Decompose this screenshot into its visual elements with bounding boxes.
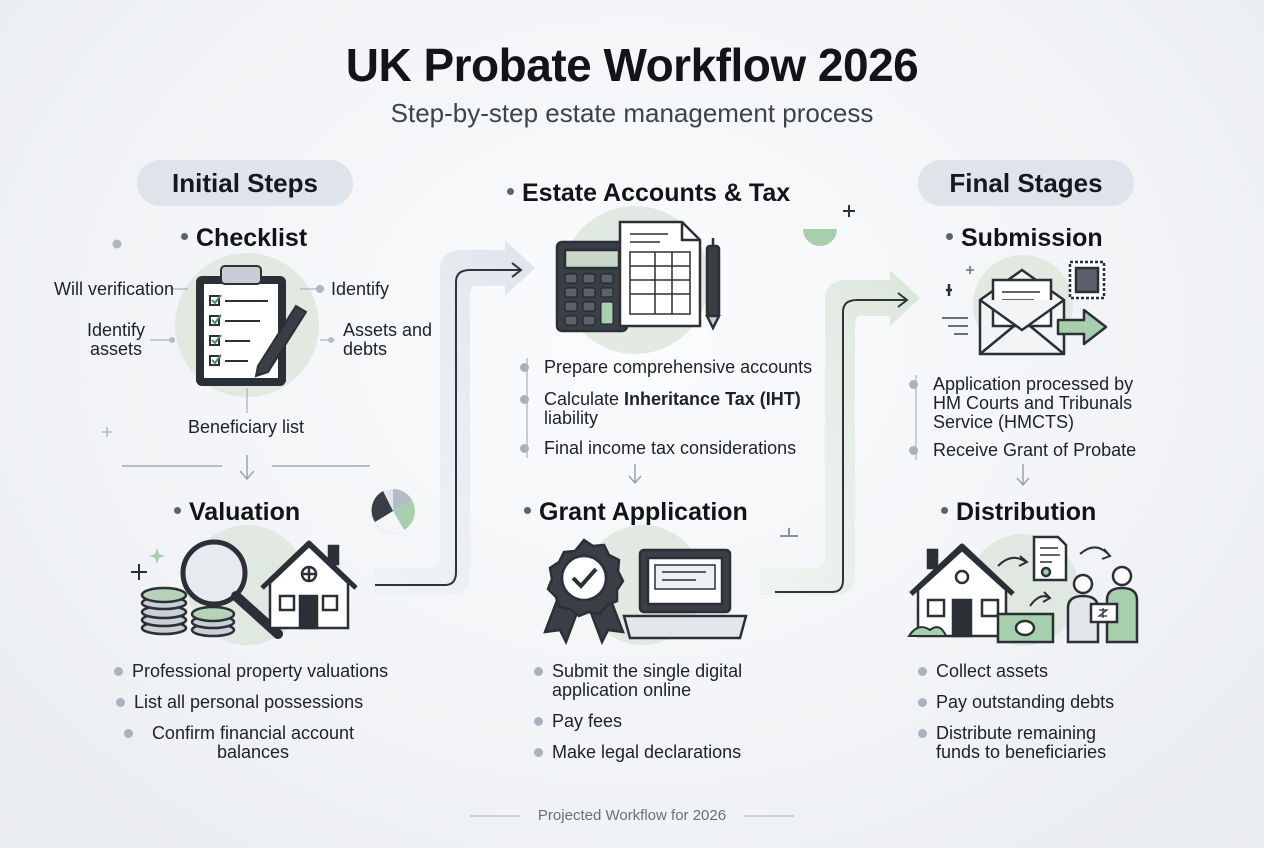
section-heading-checklist: Checklist — [181, 224, 307, 253]
section-heading-submission: Submission — [946, 224, 1103, 253]
column-header-initial-steps: Initial Steps — [137, 160, 353, 206]
footer-note: Projected Workflow for 2026 — [537, 807, 727, 824]
connector-2 — [775, 299, 906, 593]
list-item: Distribute remaining funds to beneficiar… — [918, 724, 1136, 762]
section-heading-estate-accounts-tax: Estate Accounts & Tax — [507, 179, 790, 208]
send-arrow-icon — [1056, 308, 1108, 346]
list-item: Submit the single digital application on… — [534, 662, 782, 700]
list-item: Calculate Inheritance Tax (IHT) liabilit… — [520, 390, 826, 428]
list-item: Pay outstanding debts — [918, 693, 1136, 712]
list-item: Application processed by HM Courts and T… — [909, 375, 1155, 432]
pen-icon — [704, 238, 722, 331]
list-item: Final income tax considerations — [520, 439, 826, 458]
list-item: Receive Grant of Probate — [909, 441, 1155, 460]
document-icon — [618, 220, 702, 328]
award-badge-icon — [543, 538, 625, 646]
list-item: Confirm financial account balances — [124, 724, 364, 762]
submission-list: Application processed by HM Courts and T… — [909, 375, 1155, 460]
page-subtitle: Step-by-step estate management process — [390, 98, 874, 128]
section-heading-valuation: Valuation — [174, 498, 300, 527]
envelope-icon — [978, 268, 1066, 356]
down-arrow-icon — [239, 455, 255, 481]
checklist-label-beneficiary-list: Beneficiary list — [188, 417, 305, 437]
valuation-list: Professional property valuations List al… — [114, 662, 422, 762]
checklist-label-assets-and-debts: Assets and debts — [343, 320, 433, 359]
pie-chart-icon — [371, 489, 415, 533]
certificate-icon — [1032, 535, 1068, 582]
people-icon — [1066, 565, 1139, 644]
list-item: Prepare comprehensive accounts — [520, 358, 826, 377]
house-icon — [909, 543, 1015, 638]
calculator-icon — [555, 240, 629, 333]
flow-band-2 — [760, 270, 920, 595]
list-item: Pay fees — [534, 712, 782, 731]
banknote-icon — [996, 612, 1055, 644]
list-item: Collect assets — [918, 662, 1136, 681]
half-circle-icon — [803, 229, 837, 246]
checklist-label-will-verification: Will verification — [54, 279, 175, 299]
distribution-list: Collect assets Pay outstanding debts Dis… — [918, 662, 1136, 762]
clipboard-icon — [196, 265, 308, 386]
coins-icon — [140, 586, 236, 638]
list-item: Make legal declarations — [534, 743, 782, 762]
section-heading-grant-application: Grant Application — [524, 498, 748, 527]
list-item: Professional property valuations — [114, 662, 422, 681]
stamp-icon — [1068, 260, 1106, 300]
house-icon — [260, 540, 358, 630]
connector-1 — [375, 269, 520, 586]
checklist-label-identify: Identify — [331, 279, 390, 299]
column-header-final-stages: Final Stages — [918, 160, 1134, 206]
checklist-label-identify-assets: Identify assets — [86, 320, 146, 359]
estate-accounts-list: Prepare comprehensive accounts Calculate… — [520, 358, 826, 458]
page-title: UK Probate Workflow 2026 — [345, 39, 919, 91]
list-item: List all personal possessions — [116, 693, 422, 712]
down-arrow-icon — [628, 464, 642, 485]
grant-application-list: Submit the single digital application on… — [534, 662, 782, 762]
section-heading-distribution: Distribution — [941, 498, 1096, 527]
down-arrow-icon — [1016, 464, 1030, 487]
laptop-icon — [622, 548, 748, 640]
